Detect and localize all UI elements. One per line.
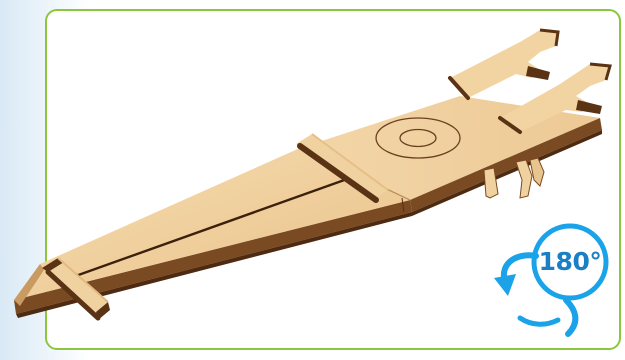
rotation-degrees-label: 180° bbox=[535, 240, 605, 284]
